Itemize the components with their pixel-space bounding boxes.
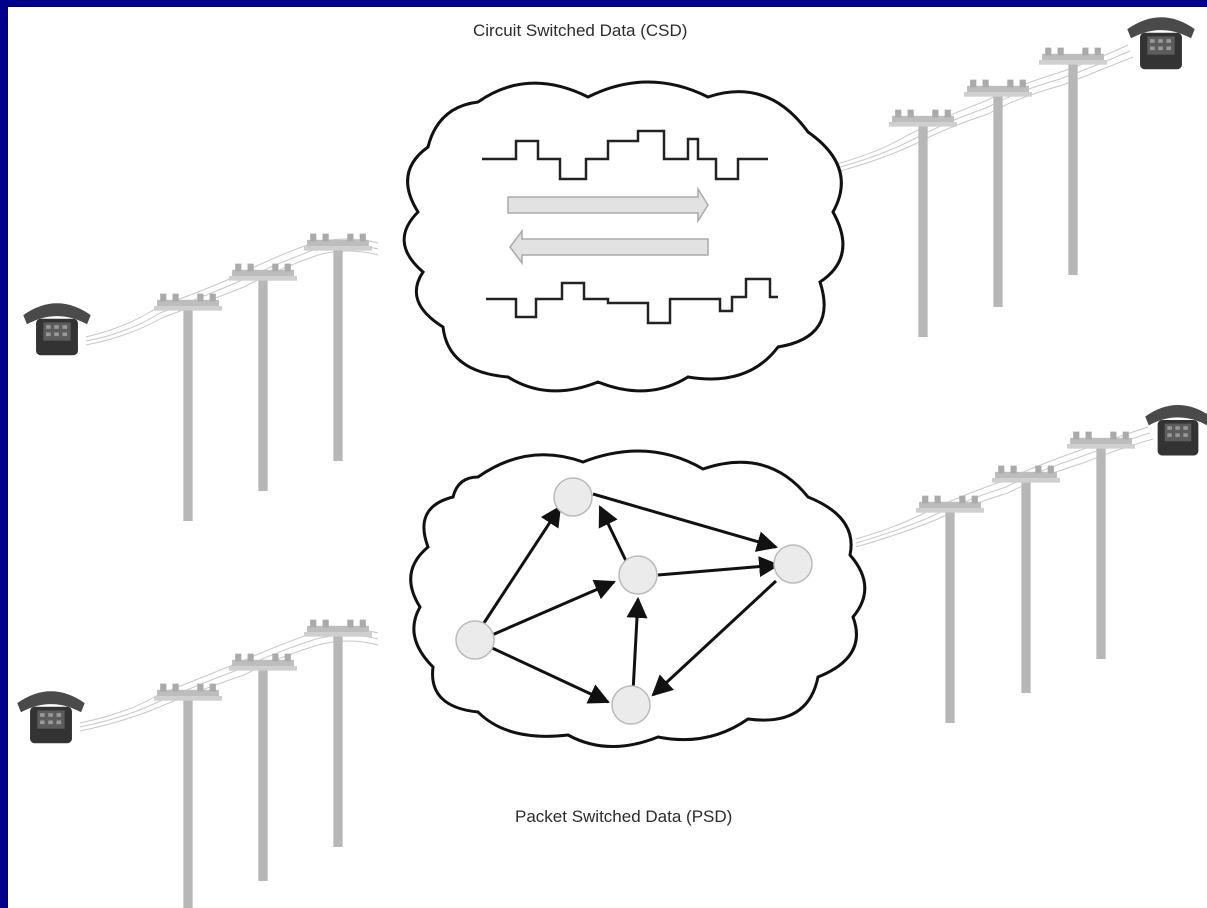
telephone-icon (23, 303, 91, 356)
telephone-icon (1127, 17, 1195, 70)
pole-icon (228, 263, 298, 491)
psd-right-line (855, 404, 1207, 723)
pole-icon (963, 79, 1033, 307)
network-node (773, 544, 813, 584)
pole-icon (991, 465, 1061, 693)
pole-icon (153, 683, 223, 908)
network-node (618, 555, 658, 595)
csd-right-line (832, 17, 1195, 337)
telephone-icon (17, 691, 85, 744)
pole-icon (1066, 431, 1136, 659)
pole-icon (303, 233, 373, 461)
csd-title: Circuit Switched Data (CSD) (473, 21, 688, 40)
network-node (611, 685, 651, 725)
network-node (553, 477, 593, 517)
diagram-graphics (17, 17, 1207, 908)
pole-icon (915, 495, 985, 723)
psd-network-nodes (455, 477, 813, 725)
psd-title: Packet Switched Data (PSD) (515, 807, 733, 826)
telephone-icon (1145, 404, 1207, 456)
csd-waveform-top (482, 129, 768, 181)
psd-network-edges (478, 492, 781, 704)
csd-left-line (23, 233, 379, 521)
diagram-canvas: Circuit Switched Data (CSD) Packet Switc… (8, 7, 1207, 908)
network-node (455, 620, 495, 660)
csd-arrow-left (509, 228, 709, 266)
pole-icon (228, 653, 298, 881)
psd-left-line (17, 619, 379, 908)
csd-cloud (402, 80, 845, 393)
pole-icon (303, 619, 373, 847)
pole-icon (888, 109, 958, 337)
pole-icon (153, 293, 223, 521)
csd-waveform-bottom (486, 277, 778, 325)
csd-arrow-right (507, 186, 709, 224)
